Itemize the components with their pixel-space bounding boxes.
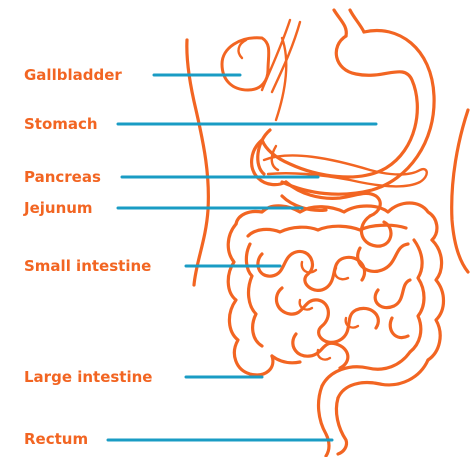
small-intestine-label: Small intestine <box>24 257 151 275</box>
label-rectum: Rectum <box>24 430 332 448</box>
esophagus <box>334 10 364 36</box>
rectum-organ <box>319 386 347 456</box>
pancreas-label: Pancreas <box>24 168 101 186</box>
rectum-label: Rectum <box>24 430 88 448</box>
jejunum-label: Jejunum <box>23 199 93 217</box>
label-large-intestine: Large intestine <box>24 368 262 386</box>
stomach-label: Stomach <box>24 115 98 133</box>
label-jejunum: Jejunum <box>23 199 302 217</box>
gallbladder-label: Gallbladder <box>24 66 122 84</box>
large-intestine-organ <box>228 203 443 398</box>
gallbladder-organ <box>222 38 269 90</box>
label-gallbladder: Gallbladder <box>24 66 240 84</box>
label-small-intestine: Small intestine <box>24 257 280 275</box>
large-intestine-label: Large intestine <box>24 368 152 386</box>
small-intestine-organ <box>258 216 410 368</box>
